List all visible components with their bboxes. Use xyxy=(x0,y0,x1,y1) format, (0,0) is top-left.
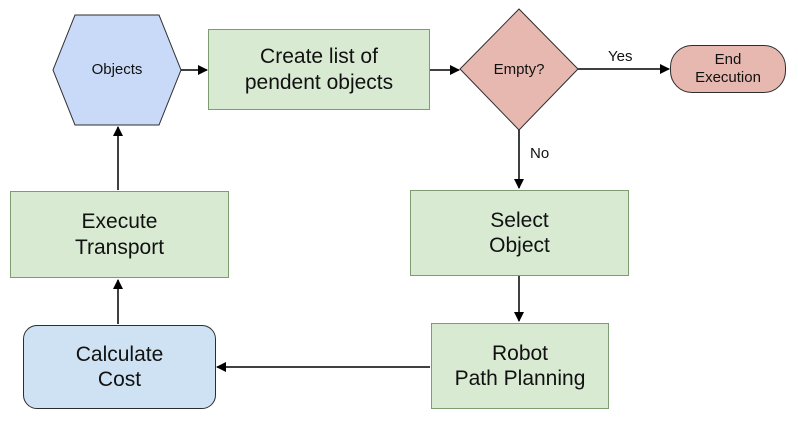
robot-path-planning-label: Robot Path Planning xyxy=(454,341,586,390)
objects-label: Objects xyxy=(91,61,143,78)
select-object-label: Select Object xyxy=(489,208,550,257)
empty-decision-node: Empty? xyxy=(460,9,578,130)
objects-node: Objects xyxy=(53,15,181,125)
end-execution-label: End Execution xyxy=(695,51,761,86)
calculate-cost-node: Calculate Cost xyxy=(23,325,216,409)
create-list-node: Create list of pendent objects xyxy=(208,29,430,110)
execute-transport-label: Execute Transport xyxy=(74,210,165,259)
end-execution-node: End Execution xyxy=(670,45,786,93)
select-object-node: Select Object xyxy=(410,190,629,276)
calculate-cost-label: Calculate Cost xyxy=(75,342,164,391)
edge-label-yes: Yes xyxy=(608,48,633,65)
execute-transport-node: Execute Transport xyxy=(10,191,229,278)
objects-hexagon xyxy=(52,14,182,126)
create-list-label: Create list of pendent objects xyxy=(244,45,394,94)
edge-label-no: No xyxy=(530,145,550,162)
empty-label: Empty? xyxy=(493,60,545,78)
robot-path-planning-node: Robot Path Planning xyxy=(431,323,609,409)
